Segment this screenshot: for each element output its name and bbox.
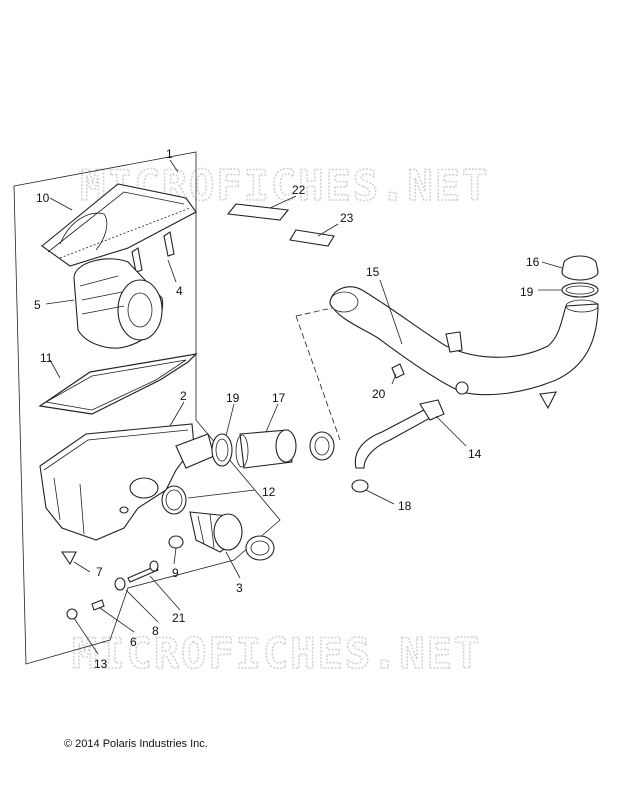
callout-5: 5 xyxy=(34,298,41,312)
push-rivet xyxy=(60,551,77,566)
boot-clamp xyxy=(245,535,275,561)
callout-22: 22 xyxy=(292,183,306,197)
intake-duct xyxy=(235,429,297,469)
push-pin-right xyxy=(539,391,557,410)
spacer xyxy=(91,599,105,611)
decal-label-23 xyxy=(289,229,335,247)
intake-boot xyxy=(189,511,243,553)
watermark-bottom: MICROFICHES.NET xyxy=(72,629,481,678)
callout-10: 10 xyxy=(36,191,50,205)
callout-7: 7 xyxy=(96,565,103,579)
breather-hose xyxy=(354,399,445,469)
hose-clamp xyxy=(161,485,187,515)
air-filter xyxy=(73,258,164,349)
callout-9: 9 xyxy=(172,566,179,580)
latch-clip xyxy=(131,231,175,273)
intake-tube xyxy=(329,286,599,396)
callout-14: 14 xyxy=(468,447,482,461)
drain-plug xyxy=(168,535,184,549)
callout-18: 18 xyxy=(398,499,412,513)
callout-11: 11 xyxy=(40,351,53,365)
fitting xyxy=(391,363,405,379)
tube-clamp xyxy=(561,282,599,298)
airbox-gasket xyxy=(38,353,198,415)
airbox-base xyxy=(39,423,215,541)
callout-3: 3 xyxy=(236,581,243,595)
callout-16: 16 xyxy=(526,255,540,269)
callout-21: 21 xyxy=(172,611,186,625)
airbox-cover xyxy=(41,183,197,267)
callout-15: 15 xyxy=(366,265,380,279)
callout-1: 1 xyxy=(166,147,173,161)
callout-19-right: 19 xyxy=(520,285,534,299)
nut xyxy=(66,608,78,620)
duct-clamp-left xyxy=(211,433,233,467)
leader-lines xyxy=(45,159,563,655)
copyright-notice: © 2014 Polaris Industries Inc. xyxy=(64,738,208,750)
callout-20: 20 xyxy=(372,387,386,401)
callout-17: 17 xyxy=(272,391,286,405)
callout-12: 12 xyxy=(262,485,276,499)
callout-23: 23 xyxy=(340,211,354,225)
mounting-bolt xyxy=(127,560,159,583)
callout-6: 6 xyxy=(130,635,137,649)
callout-4: 4 xyxy=(176,284,183,298)
alignment-line xyxy=(295,307,341,441)
callout-13: 13 xyxy=(94,657,108,671)
duct-clamp-right xyxy=(309,431,335,461)
assembly-boundary xyxy=(13,151,281,665)
callout-2: 2 xyxy=(180,389,187,403)
hose-cap xyxy=(351,479,369,493)
callout-8: 8 xyxy=(152,624,159,638)
tube-cap xyxy=(561,255,599,281)
callout-19-left: 19 xyxy=(226,391,240,405)
grommet xyxy=(114,577,126,591)
